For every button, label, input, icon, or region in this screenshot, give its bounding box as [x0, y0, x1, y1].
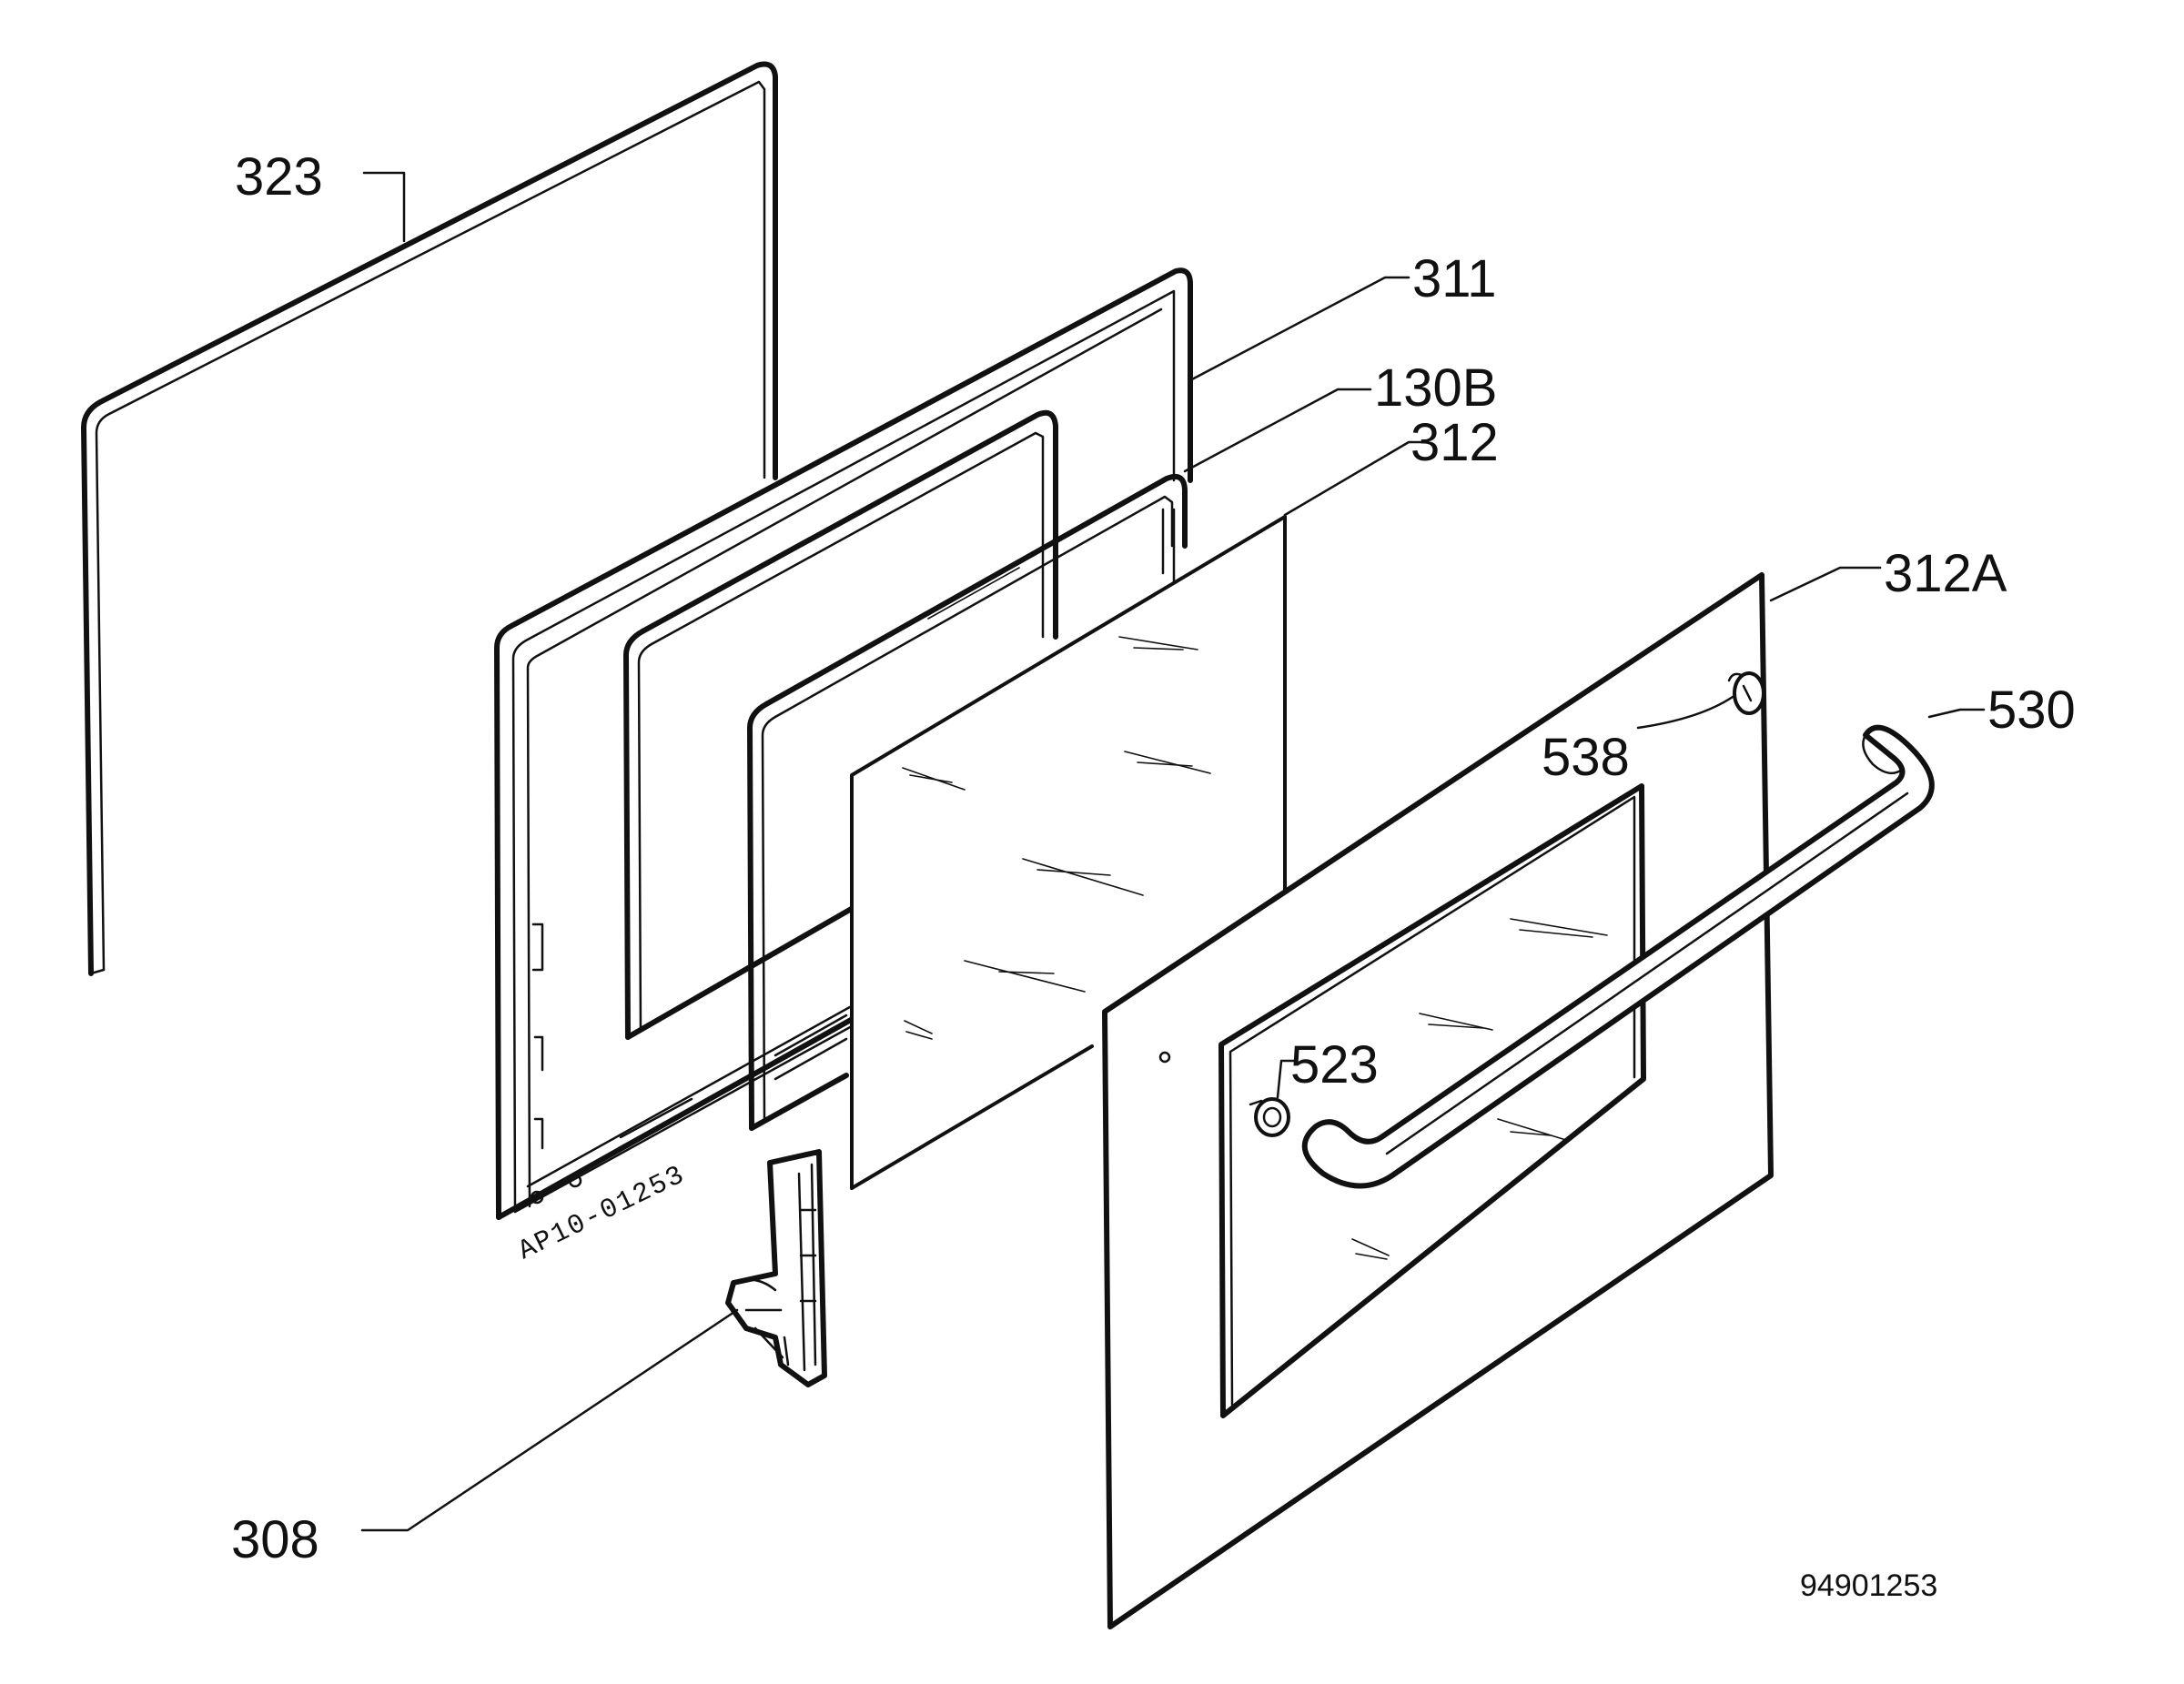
- leader-311: [1188, 276, 1410, 382]
- callout-538: 538: [1542, 728, 1630, 787]
- callout-130B: 130B: [1374, 358, 1497, 418]
- part-538-pin: [1727, 671, 1765, 715]
- leader-323: [362, 171, 406, 243]
- leader-523: [1276, 1059, 1296, 1099]
- callout-311: 311: [1412, 249, 1496, 308]
- callout-312: 312: [1410, 413, 1499, 472]
- callout-labels: 323 311 130B 312 312A 530 538 523 308 94…: [231, 147, 2076, 1603]
- part-523-bush: [1249, 1097, 1290, 1137]
- callout-523: 523: [1290, 1035, 1379, 1094]
- callout-530: 530: [1987, 681, 2076, 740]
- leader-538: [1636, 695, 1734, 730]
- callout-312A: 312A: [1884, 544, 2007, 603]
- callout-308: 308: [231, 1510, 319, 1569]
- leader-312A: [1769, 566, 1882, 602]
- leader-lines: [360, 171, 1986, 1532]
- leader-530: [1927, 708, 1986, 719]
- part-323-gasket: [81, 61, 778, 976]
- part-308-hinge: [725, 1149, 827, 1387]
- callout-323: 323: [235, 147, 323, 207]
- leader-130B: [1183, 388, 1372, 473]
- part-130B-glass-frame: [747, 473, 1188, 1131]
- frame-stamp: AP10-01253: [513, 1160, 691, 1267]
- leader-308: [360, 1308, 739, 1532]
- part-312-inner-glass: [850, 515, 1287, 1190]
- part-530-handle: [1301, 724, 1935, 1189]
- drawing-number: 94901253: [1800, 1568, 1937, 1603]
- leader-312: [1283, 440, 1427, 517]
